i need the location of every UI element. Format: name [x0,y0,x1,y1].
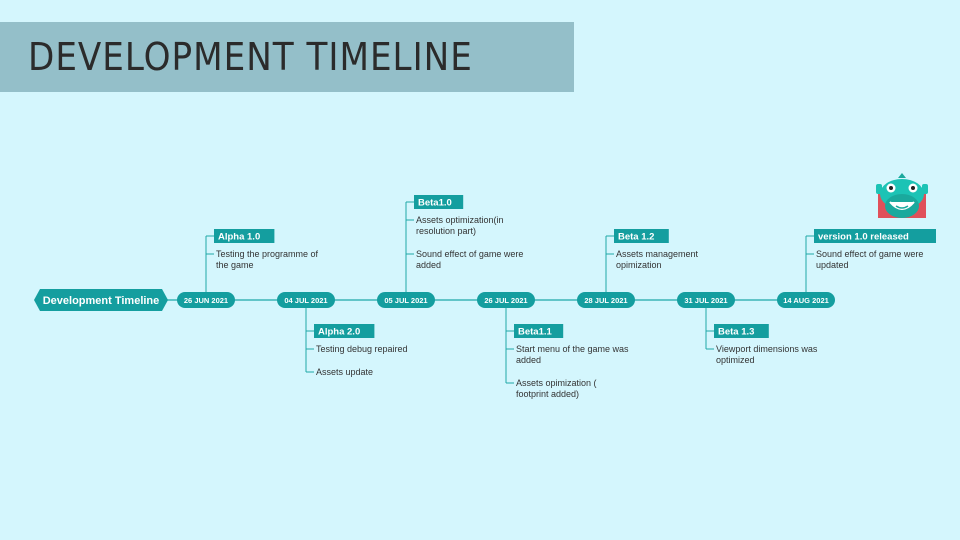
milestone-note-line: resolution part) [416,226,476,236]
milestone-note-line: Sound effect of game were [816,249,923,259]
milestone-note-line: Viewport dimensions was [716,344,818,354]
milestone-date: 14 AUG 2021 [783,296,829,305]
milestone-tag: Alpha 2.0 [318,327,360,338]
green-monster-icon [876,173,928,218]
milestone-date: 04 JUL 2021 [284,296,327,305]
milestone-tag: Beta 1.2 [618,232,654,243]
milestone-note-line: Start menu of the game was [516,344,629,354]
milestone-date: 26 JUL 2021 [484,296,527,305]
milestone-note-line: added [516,355,541,365]
milestone-tag-box [514,324,564,338]
milestone-note-line: Testing debug repaired [316,344,408,354]
date-pill [177,292,235,308]
milestone-tag: Beta1.0 [418,198,452,209]
milestone-note-line: footprint added) [516,389,579,399]
milestone-note-line: Assets optimization(in [416,215,504,225]
root-node: Development Timeline [34,289,168,311]
milestone-note-line: added [416,260,441,270]
milestone-date: 26 JUN 2021 [184,296,228,305]
milestone-note-line: Assets management [616,249,699,259]
milestone-note-line: Assets opimization ( [516,378,597,388]
date-pill [277,292,335,308]
milestone-note-line: opimization [616,260,662,270]
title-band: DEVELOPMENT TIMELINE [0,22,574,92]
milestone-tag-box [214,229,275,243]
milestone-tag-box [714,324,769,338]
milestone-tag-box [614,229,669,243]
milestone-note-line: updated [816,260,849,270]
date-pill [777,292,835,308]
milestone-tag: version 1.0 released [818,232,909,243]
date-pill [377,292,435,308]
milestone-note-line: optimized [716,355,755,365]
root-node-label: Development Timeline [43,295,160,307]
milestone-date: 31 JUL 2021 [684,296,727,305]
milestone-tag: Beta1.1 [518,327,553,338]
milestone-tag: Alpha 1.0 [218,232,260,243]
date-pill [577,292,635,308]
milestone-date: 28 JUL 2021 [584,296,627,305]
milestone-tag: Beta 1.3 [718,327,754,338]
milestone-tag-box [414,195,464,209]
date-pill [677,292,735,308]
milestone-date: 05 JUL 2021 [384,296,427,305]
milestone-note-line: Testing the programme of [216,249,319,259]
milestone-tag-box [314,324,375,338]
milestone-note-line: the game [216,260,254,270]
date-pill [477,292,535,308]
milestone-note-line: Assets update [316,367,373,377]
milestone-tag-box [814,229,936,243]
slide-title: DEVELOPMENT TIMELINE [28,35,473,79]
milestone-note-line: Sound effect of game were [416,249,523,259]
